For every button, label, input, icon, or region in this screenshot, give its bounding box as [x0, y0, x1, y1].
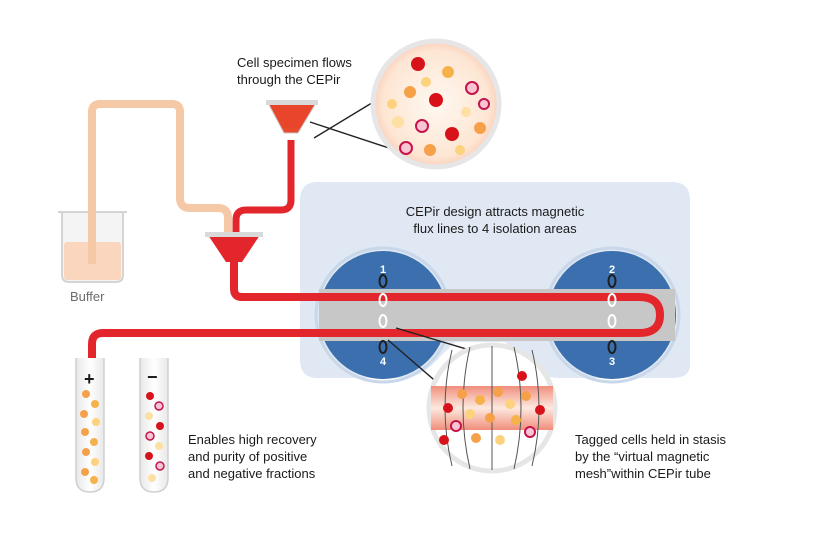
buffer-label: Buffer — [70, 289, 105, 304]
tagged-label: Tagged cells held in stasis by the “virt… — [575, 431, 726, 482]
area-number-1: 1 — [379, 264, 387, 276]
specimen-label: Cell specimen flows through the CEPir — [237, 54, 352, 88]
negative-sign: − — [147, 367, 158, 387]
specimen-line-2: through the CEPir — [237, 72, 341, 87]
tagged-line-3: mesh”within CEPir tube — [575, 466, 711, 481]
funnel-icon — [205, 232, 263, 262]
recovery-label: Enables high recovery and purity of posi… — [188, 431, 317, 482]
area-number-3: 3 — [608, 356, 616, 368]
tagged-line-2: by the “virtual magnetic — [575, 449, 710, 464]
area-number-2: 2 — [608, 264, 616, 276]
recovery-line-1: Enables high recovery — [188, 432, 317, 447]
main-tube — [88, 262, 665, 362]
area-number-4: 4 — [379, 356, 387, 368]
design-label: CEPir design attracts magnetic flux line… — [375, 203, 615, 237]
tagged-line-1: Tagged cells held in stasis — [575, 432, 727, 447]
magnifier-callout-icon — [370, 38, 502, 170]
magnifier-callout-icon — [426, 342, 558, 474]
specimen-tube — [232, 140, 295, 238]
design-line-2: flux lines to 4 isolation areas — [413, 221, 577, 236]
isolation-markers — [378, 274, 617, 354]
specimen-line-1: Cell specimen flows — [237, 55, 352, 70]
recovery-line-2: and purity of positive — [188, 449, 308, 464]
funnel-icon — [266, 100, 318, 134]
buffer-line — [88, 100, 232, 264]
recovery-line-3: and negative fractions — [188, 466, 316, 481]
test-tube-icon — [75, 358, 105, 493]
positive-sign: + — [84, 369, 95, 389]
test-tube-icon — [139, 358, 169, 493]
design-line-1: CEPir design attracts magnetic — [405, 204, 585, 219]
